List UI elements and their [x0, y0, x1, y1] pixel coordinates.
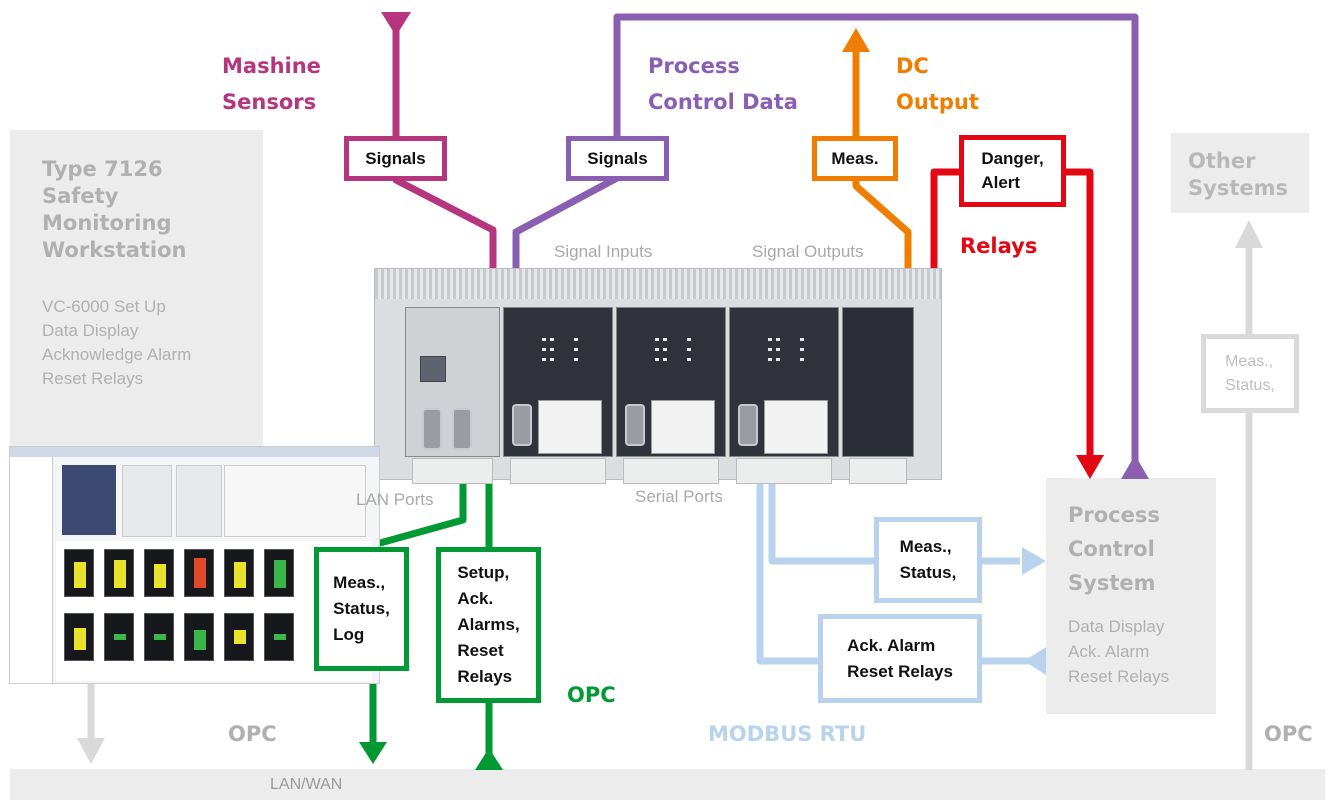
opc-right-label: OPC — [1264, 722, 1313, 746]
danger-alert-box: Danger, Alert — [959, 135, 1066, 207]
relays-line — [930, 168, 1094, 458]
opc-left-label: OPC — [228, 722, 277, 746]
lan-wan-label: LAN/WAN — [270, 776, 343, 793]
workstation-down-arrowhead — [77, 738, 105, 764]
meas-status-other-box: Meas., Status, — [1201, 334, 1299, 413]
process-data-arrowhead — [1121, 455, 1149, 479]
meas-status-modbus-box: Meas., Status, — [874, 517, 982, 603]
serial-ports-label: Serial Ports — [635, 487, 723, 506]
process-control-system-functions: Data Display Ack. Alarm Reset Relays — [1068, 617, 1170, 686]
process-data-line — [512, 13, 1139, 462]
mashine-sensors-label: Mashine Sensors — [222, 54, 321, 114]
signal-outputs-label: Signal Outputs — [752, 242, 864, 261]
signals-box-process: Signals — [566, 136, 669, 181]
machine-sensor-line — [392, 20, 497, 268]
workstation-functions: VC-6000 Set Up Data Display Acknowledge … — [42, 297, 192, 388]
modbus-rtu-label: MODBUS RTU — [708, 722, 867, 746]
machine-sensor-arrowhead — [381, 12, 411, 36]
dc-output-arrowhead — [842, 28, 870, 52]
dc-output-line — [852, 48, 912, 268]
workstation-title: Type 7126 Safety Monitoring Workstation — [42, 157, 187, 262]
lan-output-arrowhead — [359, 742, 387, 764]
signal-inputs-label: Signal Inputs — [554, 242, 653, 261]
meas-box-dc: Meas. — [812, 136, 898, 181]
opc-green-label: OPC — [567, 683, 616, 707]
dc-output-label: DC Output — [896, 54, 979, 114]
monitoring-rack-icon — [374, 268, 942, 484]
other-systems-title: Other Systems — [1188, 149, 1288, 200]
modbus-output-arrowhead — [1022, 547, 1046, 575]
process-control-system-block — [1046, 478, 1216, 714]
lan-wan-bar — [10, 769, 1325, 800]
other-systems-block — [1171, 133, 1309, 213]
relays-label: Relays — [960, 234, 1038, 258]
lan-ports-label: LAN Ports — [356, 490, 434, 509]
relays-arrowhead — [1076, 455, 1104, 479]
modbus-input-arrowhead — [1024, 647, 1046, 675]
setup-ack-box: Setup, Ack. Alarms, Reset Relays — [436, 547, 541, 703]
signals-box-machine: Signals — [344, 136, 447, 181]
ack-alarm-modbus-box: Ack. Alarm Reset Relays — [818, 614, 982, 703]
process-control-data-label: Process Control Data — [648, 54, 798, 114]
lan-input-arrowhead — [475, 748, 503, 770]
other-systems-arrowhead — [1235, 220, 1263, 248]
process-control-system-title: Process Control System — [1068, 503, 1160, 595]
meas-status-log-box: Meas., Status, Log — [314, 547, 409, 671]
